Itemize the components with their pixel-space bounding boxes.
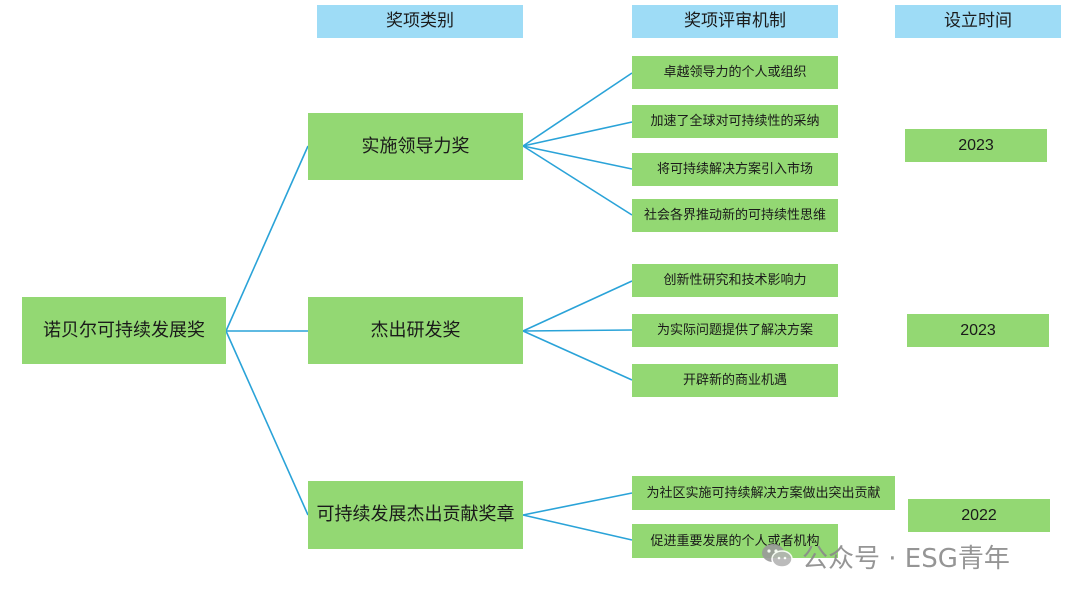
- connector-research-to-criterion-1: [522, 280, 633, 332]
- header-criteria: 奖项评审机制: [632, 5, 838, 38]
- criterion-medal-2: 促进重要发展的个人或者机构: [632, 524, 838, 558]
- category-node-research: 杰出研发奖: [308, 297, 523, 364]
- criterion-leadership-2: 加速了全球对可持续性的采纳: [632, 105, 838, 138]
- category-node-medal: 可持续发展杰出贡献奖章: [308, 481, 523, 549]
- watermark-text: 公众号 · ESG青年: [802, 543, 1010, 574]
- year-research: 2023: [907, 314, 1049, 347]
- header-year: 设立时间: [895, 5, 1061, 38]
- criterion-medal-1: 为社区实施可持续解决方案做出突出贡献: [632, 476, 895, 510]
- wechat-icon: [760, 541, 794, 571]
- root-node-nobel-sustainability-award: 诺贝尔可持续发展奖: [22, 297, 226, 364]
- connector-research-to-criterion-2: [522, 329, 633, 332]
- connector-leadership-to-criterion-3: [522, 145, 633, 170]
- connector-medal-to-criterion-1: [522, 492, 633, 516]
- connector-leadership-to-criterion-2: [522, 121, 633, 147]
- connector-leadership-to-criterion-4: [522, 145, 633, 216]
- header-category: 奖项类别: [317, 5, 523, 38]
- connector-research-to-criterion-3: [522, 330, 633, 381]
- criterion-research-2: 为实际问题提供了解决方案: [632, 314, 838, 347]
- connector-root-to-leadership: [225, 145, 309, 332]
- criterion-leadership-4: 社会各界推动新的可持续性思维: [632, 199, 838, 232]
- criterion-research-1: 创新性研究和技术影响力: [632, 264, 838, 297]
- criterion-leadership-1: 卓越领导力的个人或组织: [632, 56, 838, 89]
- category-node-leadership: 实施领导力奖: [308, 113, 523, 180]
- year-leadership: 2023: [905, 129, 1047, 162]
- criterion-leadership-3: 将可持续解决方案引入市场: [632, 153, 838, 186]
- criterion-research-3: 开辟新的商业机遇: [632, 364, 838, 397]
- watermark: 公众号 · ESG青年: [760, 536, 1010, 576]
- connector-root-to-medal: [225, 330, 309, 516]
- connector-medal-to-criterion-2: [522, 514, 633, 541]
- connector-leadership-to-criterion-1: [522, 72, 633, 147]
- year-medal: 2022: [908, 499, 1050, 532]
